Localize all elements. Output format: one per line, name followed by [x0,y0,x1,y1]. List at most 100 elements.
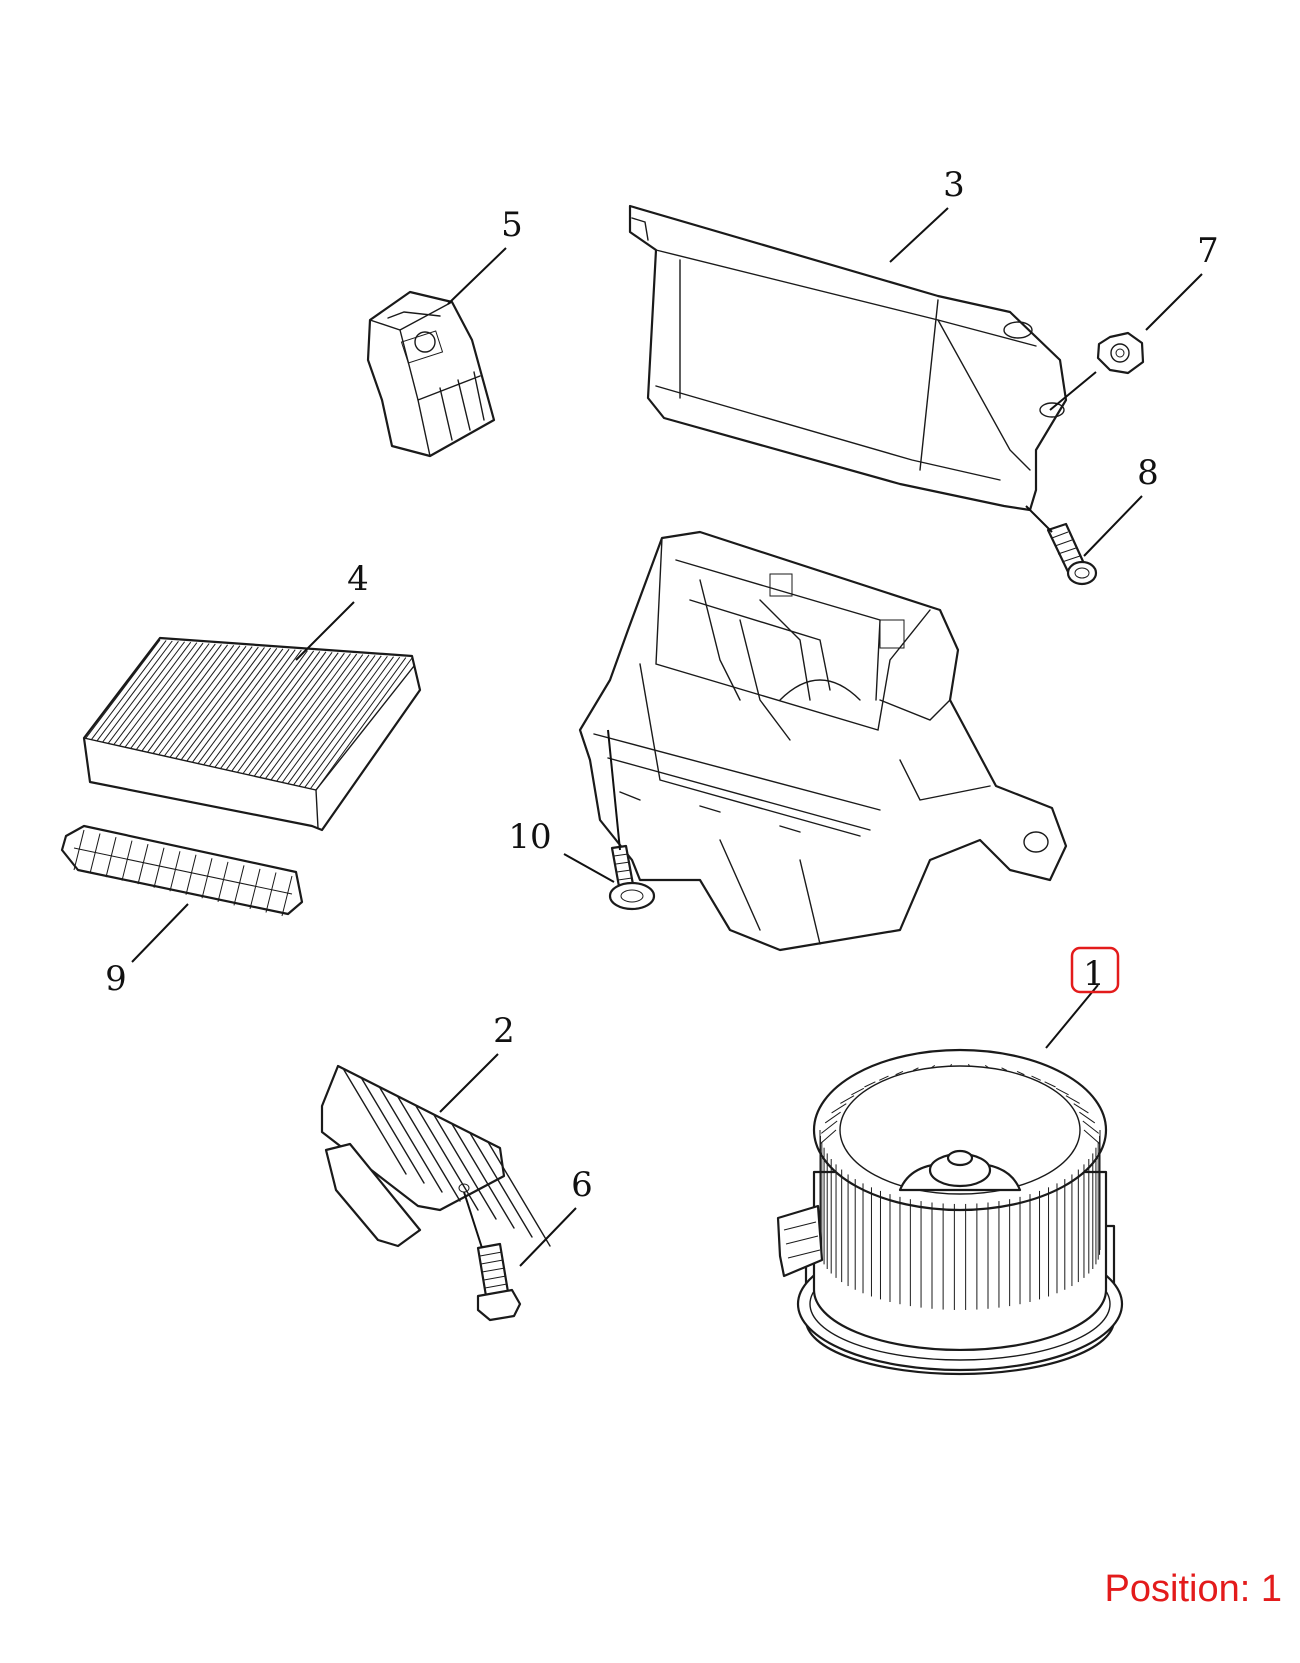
part-10-screw [608,844,656,911]
leader-lines [131,207,1203,1267]
drawing-stroke [242,651,333,774]
drawing-stroke [451,1123,515,1229]
drawing-stroke [113,641,192,745]
drawing-stroke [304,656,401,788]
leader-7 [1145,273,1203,331]
drawing-stroke [293,655,388,786]
drawing-stroke [209,649,296,767]
leader-6 [519,1207,577,1267]
drawing-stroke [931,1064,936,1069]
drawing-stroke [225,650,315,771]
drawing-stroke [231,651,321,772]
part-7-nut [1096,331,1145,375]
leader-9 [131,903,189,963]
drawing-stroke [1031,1075,1041,1081]
drawing-stroke [1065,1095,1080,1104]
blower-housing-assembly [578,530,1068,952]
drawing-stroke [281,655,376,783]
drawing-stroke [950,1063,952,1067]
drawing-stroke [851,1087,865,1096]
callout-3: 3 [943,165,965,205]
leader-7-extension [1049,371,1097,411]
drawing-stroke [105,836,117,878]
drawing-stroke [895,1070,904,1076]
drawing-stroke [1044,1081,1056,1088]
drawing-stroke [152,644,235,754]
drawing-stroke [487,1141,551,1247]
drawing-stroke [119,642,198,746]
part-6-bolt [476,1242,522,1322]
drawing-stroke [361,1078,425,1184]
part-1-blower-motor [776,1048,1124,1376]
leader-5 [447,247,507,305]
callout-10: 10 [508,817,551,857]
drawing-stroke [879,1075,889,1081]
drawing-stroke [253,652,345,777]
drawing-stroke [185,854,197,895]
drawing-stroke [1083,1129,1101,1145]
drawing-stroke [968,1063,970,1067]
leader-10 [563,853,615,883]
drawing-stroke [237,651,327,773]
drawing-stroke [130,643,210,749]
drawing-stroke [85,639,161,739]
drawing-stroke [1001,1067,1008,1071]
drawing-stroke [197,648,284,764]
drawing-stroke [248,652,339,776]
part-4-cabin-filter [82,636,422,832]
drawing-stroke [73,847,293,895]
callout-8: 8 [1137,453,1159,493]
drawing-stroke [259,653,351,778]
drawing-stroke [96,640,173,741]
callout-9: 9 [105,959,127,999]
callout-1-highlight-box [1070,946,1120,994]
part-8-screw [1046,522,1098,586]
drawing-stroke [469,1132,533,1238]
drawing-stroke [141,644,222,751]
drawing-stroke [217,861,229,902]
leader-1 [1045,984,1099,1049]
leader-8 [1083,495,1143,557]
leader-8-extension [1025,505,1053,533]
leader-3 [889,207,949,263]
drawing-stroke [270,654,364,781]
leader-6-extension [463,1191,483,1249]
drawing-stroke [1082,1120,1100,1134]
position-label: Position: 1 [1104,1568,1282,1610]
drawing-stroke [73,829,85,871]
drawing-stroke [819,1129,837,1145]
leader-4 [295,601,355,661]
drawing-stroke [169,851,181,892]
drawing-stroke [1016,1070,1025,1076]
drawing-stroke [415,1105,479,1211]
drawing-stroke [180,647,265,760]
drawing-stroke [343,1069,407,1175]
drawing-stroke [912,1067,919,1071]
drawing-stroke [203,648,290,765]
drawing-stroke [186,647,272,762]
drawing-stroke [233,865,245,906]
drawing-stroke [820,1120,838,1134]
drawing-stroke [147,644,229,753]
drawing-stroke [397,1096,461,1202]
drawing-stroke [220,650,308,769]
callout-7: 7 [1197,231,1219,271]
leader-10-extension [607,729,621,851]
drawing-stroke [379,1087,443,1193]
drawing-stroke [984,1064,989,1069]
drawing-stroke [153,847,165,888]
callout-numbers: 1 2 3 4 5 6 7 8 9 10 [105,165,1219,1205]
part-5-connector-module [366,290,496,458]
drawing-stroke [121,840,133,881]
drawing-stroke [315,657,413,791]
drawing-stroke [864,1081,876,1088]
drawing-stroke [298,656,394,787]
drawing-stroke [433,1114,497,1220]
callout-5: 5 [501,205,523,245]
callout-6: 6 [571,1165,593,1205]
drawing-stroke [169,646,253,758]
leader-2 [439,1053,499,1113]
drawing-stroke [1079,1111,1096,1124]
part-3-duct-cover [628,204,1068,512]
drawing-stroke [102,641,179,743]
